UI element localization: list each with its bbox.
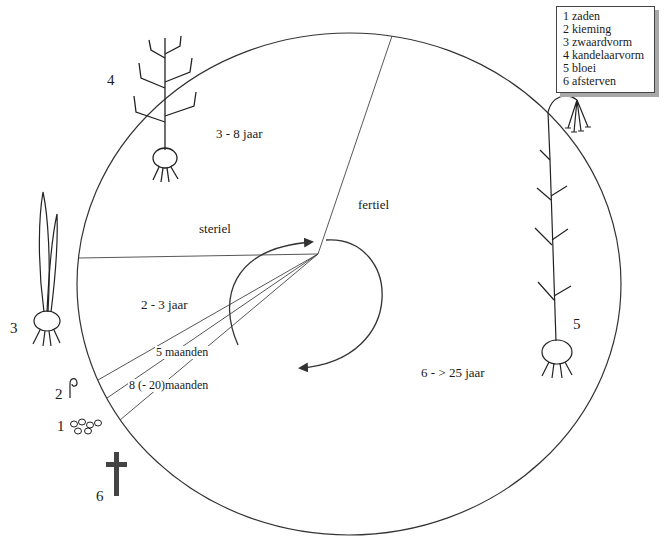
legend-entry: 2 kieming	[563, 23, 644, 36]
legend-entry: 3 zwaardvorm	[563, 36, 644, 49]
legend-entry: 4 kandelaarvorm	[563, 49, 644, 62]
sword-plant	[33, 192, 60, 346]
legend-entry: 5 bloei	[563, 62, 644, 75]
fertile-arrow	[300, 240, 382, 368]
callout-number: 3	[9, 320, 19, 337]
phase-label: steriel	[198, 222, 232, 236]
sector-lines	[79, 36, 392, 420]
duration-label: 3 - 8 jaar	[215, 127, 264, 141]
duration-label: 8 (- 20)maanden	[128, 379, 209, 392]
legend-entry: 6 afsterven	[563, 75, 644, 88]
phase-label: fertiel	[357, 198, 390, 212]
callout-number: 1	[56, 418, 66, 435]
duration-label: 5 maanden	[155, 346, 209, 359]
death-cross	[106, 452, 127, 496]
callout-number: 2	[54, 386, 64, 403]
flowering-plant	[535, 96, 591, 378]
duration-label: 6 - > 25 jaar	[420, 366, 486, 380]
candelabra-plant	[134, 36, 196, 182]
seedling	[70, 379, 77, 398]
callout-number: 5	[572, 316, 582, 333]
legend-entry: 1 zaden	[563, 10, 644, 23]
legend-box: 1 zaden2 kieming3 zwaardvorm4 kandelaarv…	[556, 6, 655, 93]
cycle-circle	[77, 33, 621, 535]
sterile-arrow	[230, 242, 312, 345]
seeds	[71, 419, 102, 434]
callout-number: 6	[95, 488, 105, 505]
callout-number: 4	[106, 72, 116, 89]
duration-label: 2 - 3 jaar	[140, 298, 189, 312]
